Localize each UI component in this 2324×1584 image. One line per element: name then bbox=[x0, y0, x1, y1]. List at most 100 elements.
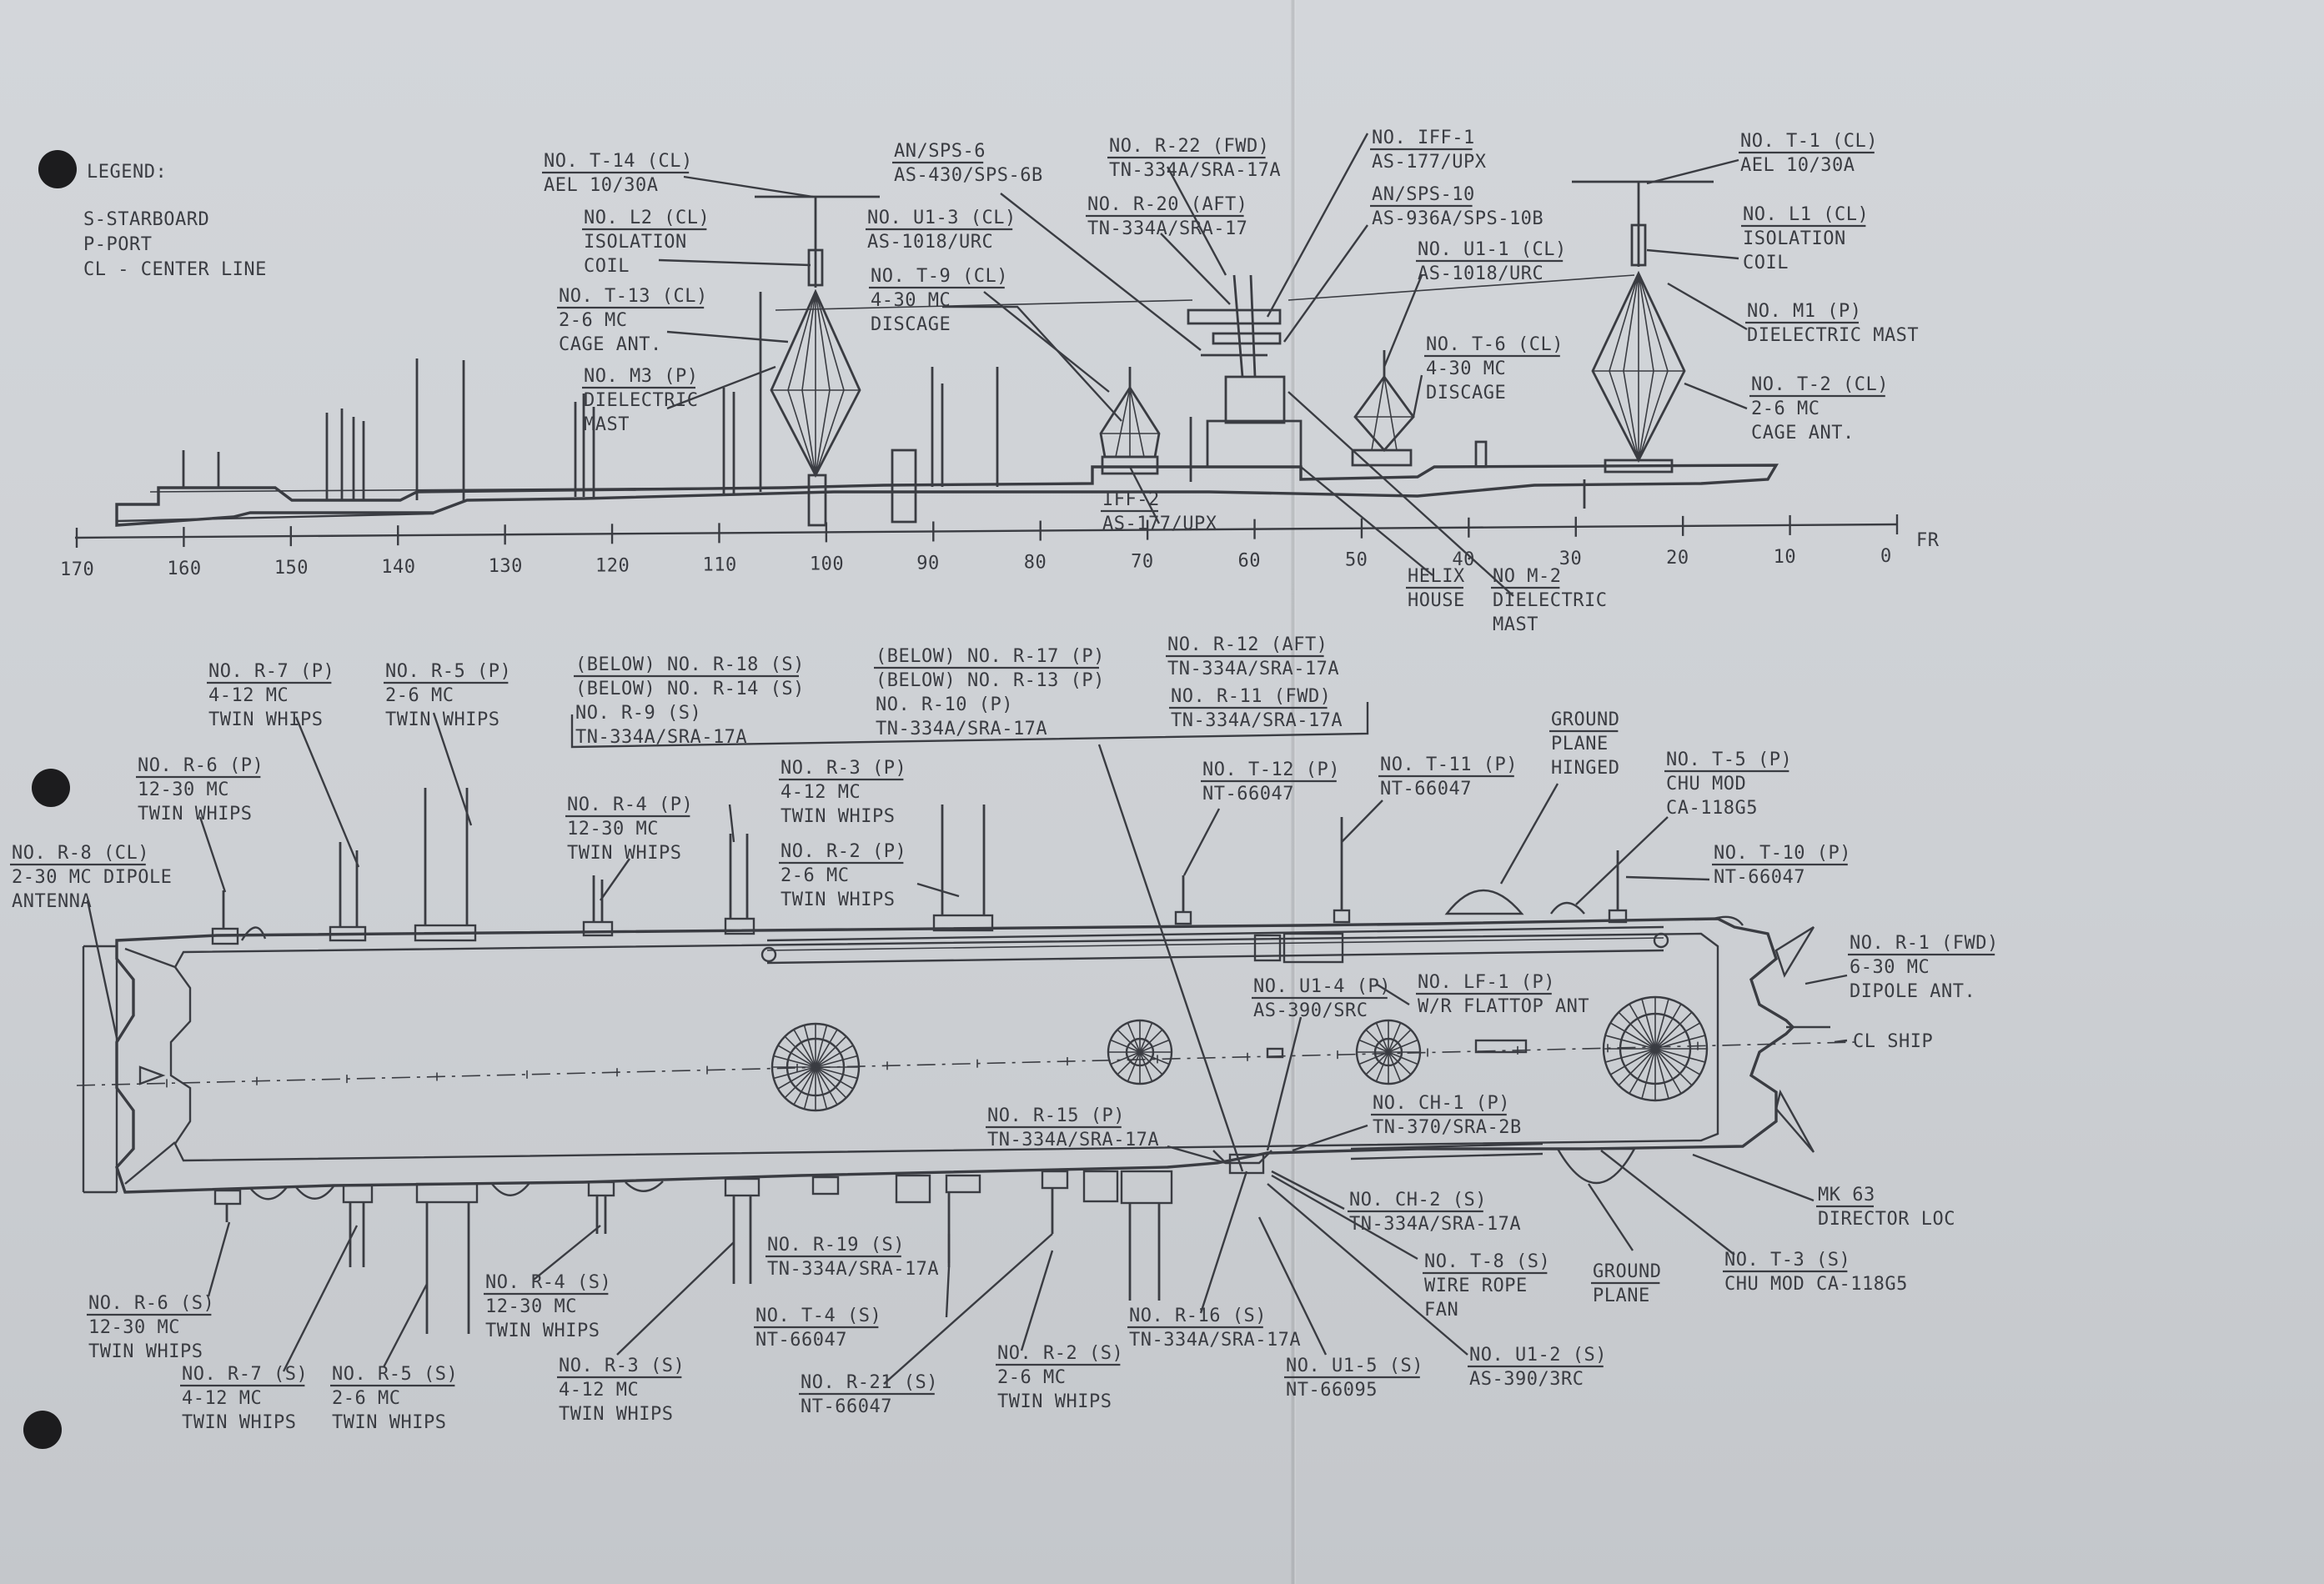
callout-line: DIELECTRIC bbox=[584, 390, 698, 411]
stern-braces bbox=[124, 947, 176, 1185]
callout-line: NO. T-1 (CL) bbox=[1740, 131, 1878, 152]
callout-m1: NO. M1 (P)DIELECTRIC MAST bbox=[1745, 301, 1919, 346]
radial-spoke bbox=[815, 1045, 854, 1068]
dielectric-mast-m1 bbox=[1604, 459, 1674, 474]
callout-line: NO. R-22 (FWD) bbox=[1109, 136, 1269, 157]
callout-line: 4-12 MC bbox=[559, 1380, 639, 1401]
sponson bbox=[249, 1186, 288, 1201]
frame-number: 80 bbox=[1024, 553, 1047, 574]
callout-line: NO. R-11 (FWD) bbox=[1171, 686, 1331, 707]
centerline-ticks bbox=[166, 1041, 1699, 1088]
callout-line: 6-30 MC bbox=[1850, 957, 1930, 978]
radial-spoke bbox=[793, 1066, 816, 1105]
callout-line: NO. L2 (CL) bbox=[584, 208, 710, 228]
callout-line: TWIN WHIPS bbox=[559, 1404, 673, 1425]
radial-spoke bbox=[1358, 1051, 1389, 1065]
callout-line: AEL 10/30A bbox=[1740, 155, 1855, 176]
callout-line: DIELECTRIC MAST bbox=[1747, 325, 1919, 346]
callout-line: AN/SPS-6 bbox=[894, 141, 986, 162]
radial-spoke bbox=[1388, 1039, 1418, 1053]
frame-number: 160 bbox=[167, 559, 201, 579]
callout-line: NO. T-2 (CL) bbox=[1751, 374, 1889, 395]
radial-spoke bbox=[803, 1066, 816, 1110]
antenna-base bbox=[414, 924, 477, 942]
antenna-base bbox=[213, 1189, 242, 1206]
leader-line bbox=[1587, 1183, 1634, 1251]
callout-u14: NO. U1-4 (P)AS-390/SRC bbox=[1252, 976, 1390, 1021]
leader-line bbox=[1412, 374, 1423, 418]
callout-line: DIELECTRIC bbox=[1493, 590, 1607, 611]
callout-ch1: NO. CH-1 (P)TN-370/SRA-2B bbox=[1371, 1093, 1521, 1138]
callout-r21: NO. R-21 (S)NT-66047 bbox=[799, 1372, 937, 1417]
callout-line: W/R FLATTOP ANT bbox=[1418, 996, 1589, 1017]
antenna-base bbox=[342, 1184, 374, 1204]
radial-spoke bbox=[815, 1066, 847, 1099]
callout-line: MAST bbox=[1493, 614, 1538, 635]
leader-line bbox=[1646, 158, 1739, 185]
callout-line: ISOLATION bbox=[1743, 228, 1846, 249]
discage-base bbox=[1101, 455, 1159, 475]
radial-spoke bbox=[1654, 1048, 1669, 1100]
callout-t10: NO. T-10 (P)NT-66047 bbox=[1712, 843, 1850, 888]
callout-line: NO. R-8 (CL) bbox=[12, 843, 149, 864]
callout-line: NO. R-16 (S) bbox=[1129, 1306, 1267, 1326]
dielectric-mast-m3 bbox=[807, 474, 827, 527]
callout-line: COIL bbox=[584, 256, 630, 277]
callout-t1: NO. T-1 (CL) AEL 10/30A bbox=[1739, 131, 1878, 176]
callout-line: TN-334A/SRA-17A bbox=[1109, 160, 1281, 181]
callout-line: TWIN WHIPS bbox=[781, 806, 895, 827]
callout-line: NT-66047 bbox=[801, 1396, 892, 1417]
island-mid bbox=[1224, 375, 1286, 424]
leader-line bbox=[1341, 800, 1383, 843]
legend-title: LEGEND: bbox=[87, 162, 167, 183]
callout-t3: NO. T-3 (S)CHU MOD CA-118G5 bbox=[1723, 1250, 1907, 1295]
leader-line bbox=[616, 1241, 735, 1356]
frame-number: 90 bbox=[916, 553, 940, 574]
callout-line: COIL bbox=[1743, 253, 1789, 273]
radial-spoke bbox=[815, 1035, 847, 1068]
callout-line: DIRECTOR LOC bbox=[1818, 1209, 1955, 1230]
paper-fold bbox=[1291, 0, 1296, 1584]
leader-line bbox=[600, 858, 630, 901]
antenna-base bbox=[211, 927, 239, 945]
radial-spoke bbox=[777, 1045, 816, 1068]
radial-spoke bbox=[1139, 1051, 1170, 1065]
callout-line: HELIX bbox=[1408, 566, 1465, 587]
frame-scale-axis bbox=[74, 523, 1898, 539]
callout-line: GROUND bbox=[1551, 709, 1619, 730]
radial-spoke bbox=[1117, 1051, 1141, 1075]
frame-number: 120 bbox=[595, 555, 630, 576]
track-block bbox=[1282, 932, 1344, 964]
starboard-whips bbox=[225, 1188, 1161, 1334]
deck-rail bbox=[149, 487, 751, 493]
callout-line: AS-390/3RC bbox=[1469, 1369, 1584, 1390]
track-block bbox=[1253, 934, 1282, 962]
radial-spoke bbox=[1388, 1029, 1412, 1053]
callout-ch2: NO. CH-2 (S)TN-334A/SRA-17A bbox=[1348, 1190, 1521, 1235]
punch-hole bbox=[32, 769, 70, 807]
callout-line: 2-6 MC bbox=[997, 1367, 1066, 1388]
radial-spoke bbox=[1139, 1051, 1153, 1082]
callout-line: NT-66095 bbox=[1286, 1380, 1378, 1401]
discage-t9 bbox=[1099, 367, 1161, 475]
radial-spoke bbox=[815, 1066, 854, 1090]
callout-line: 4-12 MC bbox=[182, 1388, 262, 1409]
callout-line: NO. R-2 (S) bbox=[997, 1343, 1123, 1364]
callout-line: CAGE ANT. bbox=[559, 334, 662, 355]
leader-line bbox=[382, 1283, 429, 1368]
leader-line bbox=[883, 1233, 1053, 1385]
callout-u15: NO. U1-5 (S)NT-66095 bbox=[1284, 1356, 1423, 1401]
frame-number: 170 bbox=[60, 559, 94, 580]
radial-spoke bbox=[815, 1066, 838, 1105]
